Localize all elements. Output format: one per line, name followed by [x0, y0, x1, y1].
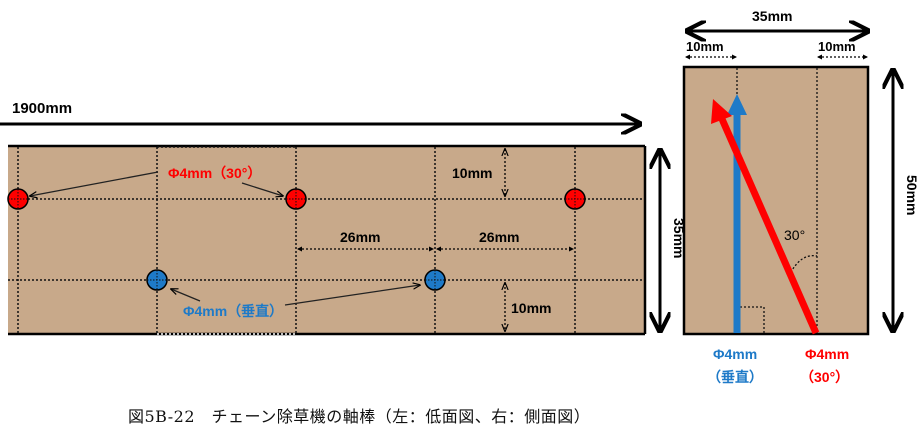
red-angled-hole-arrow [718, 117, 820, 335]
blue-leader-left [171, 289, 201, 302]
width-label: 35mm [671, 218, 687, 259]
red-hole-label: Φ4mm（30°） [168, 165, 262, 181]
red-leader-right [241, 182, 283, 196]
blue-hole-label: Φ4mm（垂直） [183, 303, 284, 319]
spacing-label-1: 26mm [340, 229, 381, 245]
blue-leader-right [284, 285, 420, 306]
grid-lines [8, 146, 644, 335]
bottom-board [8, 146, 645, 334]
figure-caption: 図5B-22 チェーン除草機の軸棒（左：低面図、右：側面図） [128, 407, 591, 426]
red-leader-left [30, 171, 159, 196]
bottom-view [0, 124, 660, 336]
side-blue-label-2: （垂直） [707, 369, 763, 385]
bottom-offset-label: 10mm [511, 300, 552, 316]
right-angle-marker [740, 306, 765, 333]
length-label: 1900mm [12, 100, 73, 117]
side-right-offset-label: 10mm [818, 39, 856, 54]
side-red-label-2: （30°） [800, 369, 850, 385]
angle-label: 30° [784, 227, 806, 243]
top-offset-label: 10mm [452, 165, 493, 181]
side-red-label-1: Φ4mm [805, 346, 850, 362]
side-left-offset-label: 10mm [686, 39, 724, 54]
side-height-label: 50mm [904, 175, 920, 216]
side-view [682, 31, 893, 336]
angle-arc [788, 255, 818, 277]
side-width-label: 35mm [752, 8, 793, 24]
spacing-label-2: 26mm [479, 229, 520, 245]
side-blue-label-1: Φ4mm [713, 346, 758, 362]
side-board [682, 65, 870, 336]
